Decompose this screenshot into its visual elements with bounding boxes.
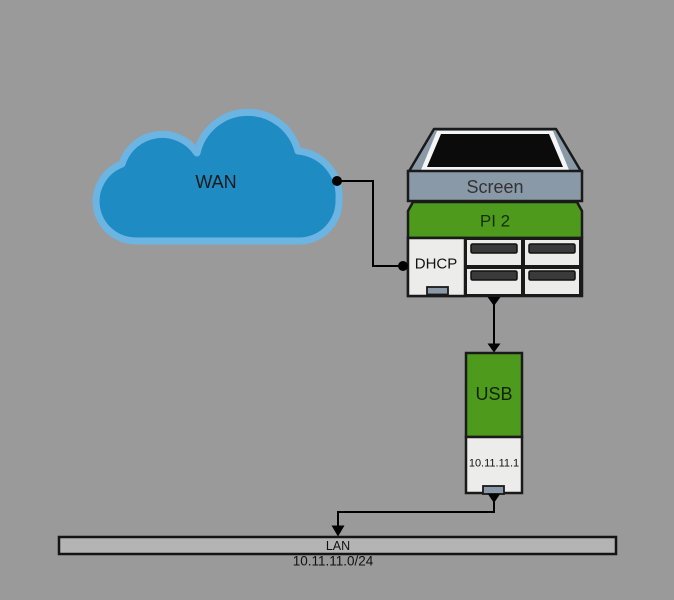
lan-bus <box>57 535 618 556</box>
link-arrowhead <box>487 343 501 353</box>
dhcp-port <box>426 286 449 296</box>
dhcp-module <box>406 236 467 298</box>
link-endpoint-dot <box>332 176 342 186</box>
usb-port <box>482 485 505 495</box>
slot-vent <box>528 243 576 254</box>
screen-display-panel <box>427 134 563 167</box>
usb-device-bottom <box>464 435 524 495</box>
slot-vent <box>470 243 518 254</box>
link-arrowhead <box>487 493 501 503</box>
usb-device-top <box>464 351 524 439</box>
link-arrowhead <box>331 525 345 537</box>
slot-vent <box>470 270 518 281</box>
link-endpoint-dot <box>398 261 408 271</box>
screen-label-bar <box>406 169 584 203</box>
link-usb-lan <box>337 497 495 535</box>
slot-vent <box>528 270 576 281</box>
link-wan-router <box>337 180 403 267</box>
link-arrowhead <box>487 297 501 306</box>
pi-board <box>406 200 584 240</box>
wan-cloud-shape <box>92 108 343 245</box>
